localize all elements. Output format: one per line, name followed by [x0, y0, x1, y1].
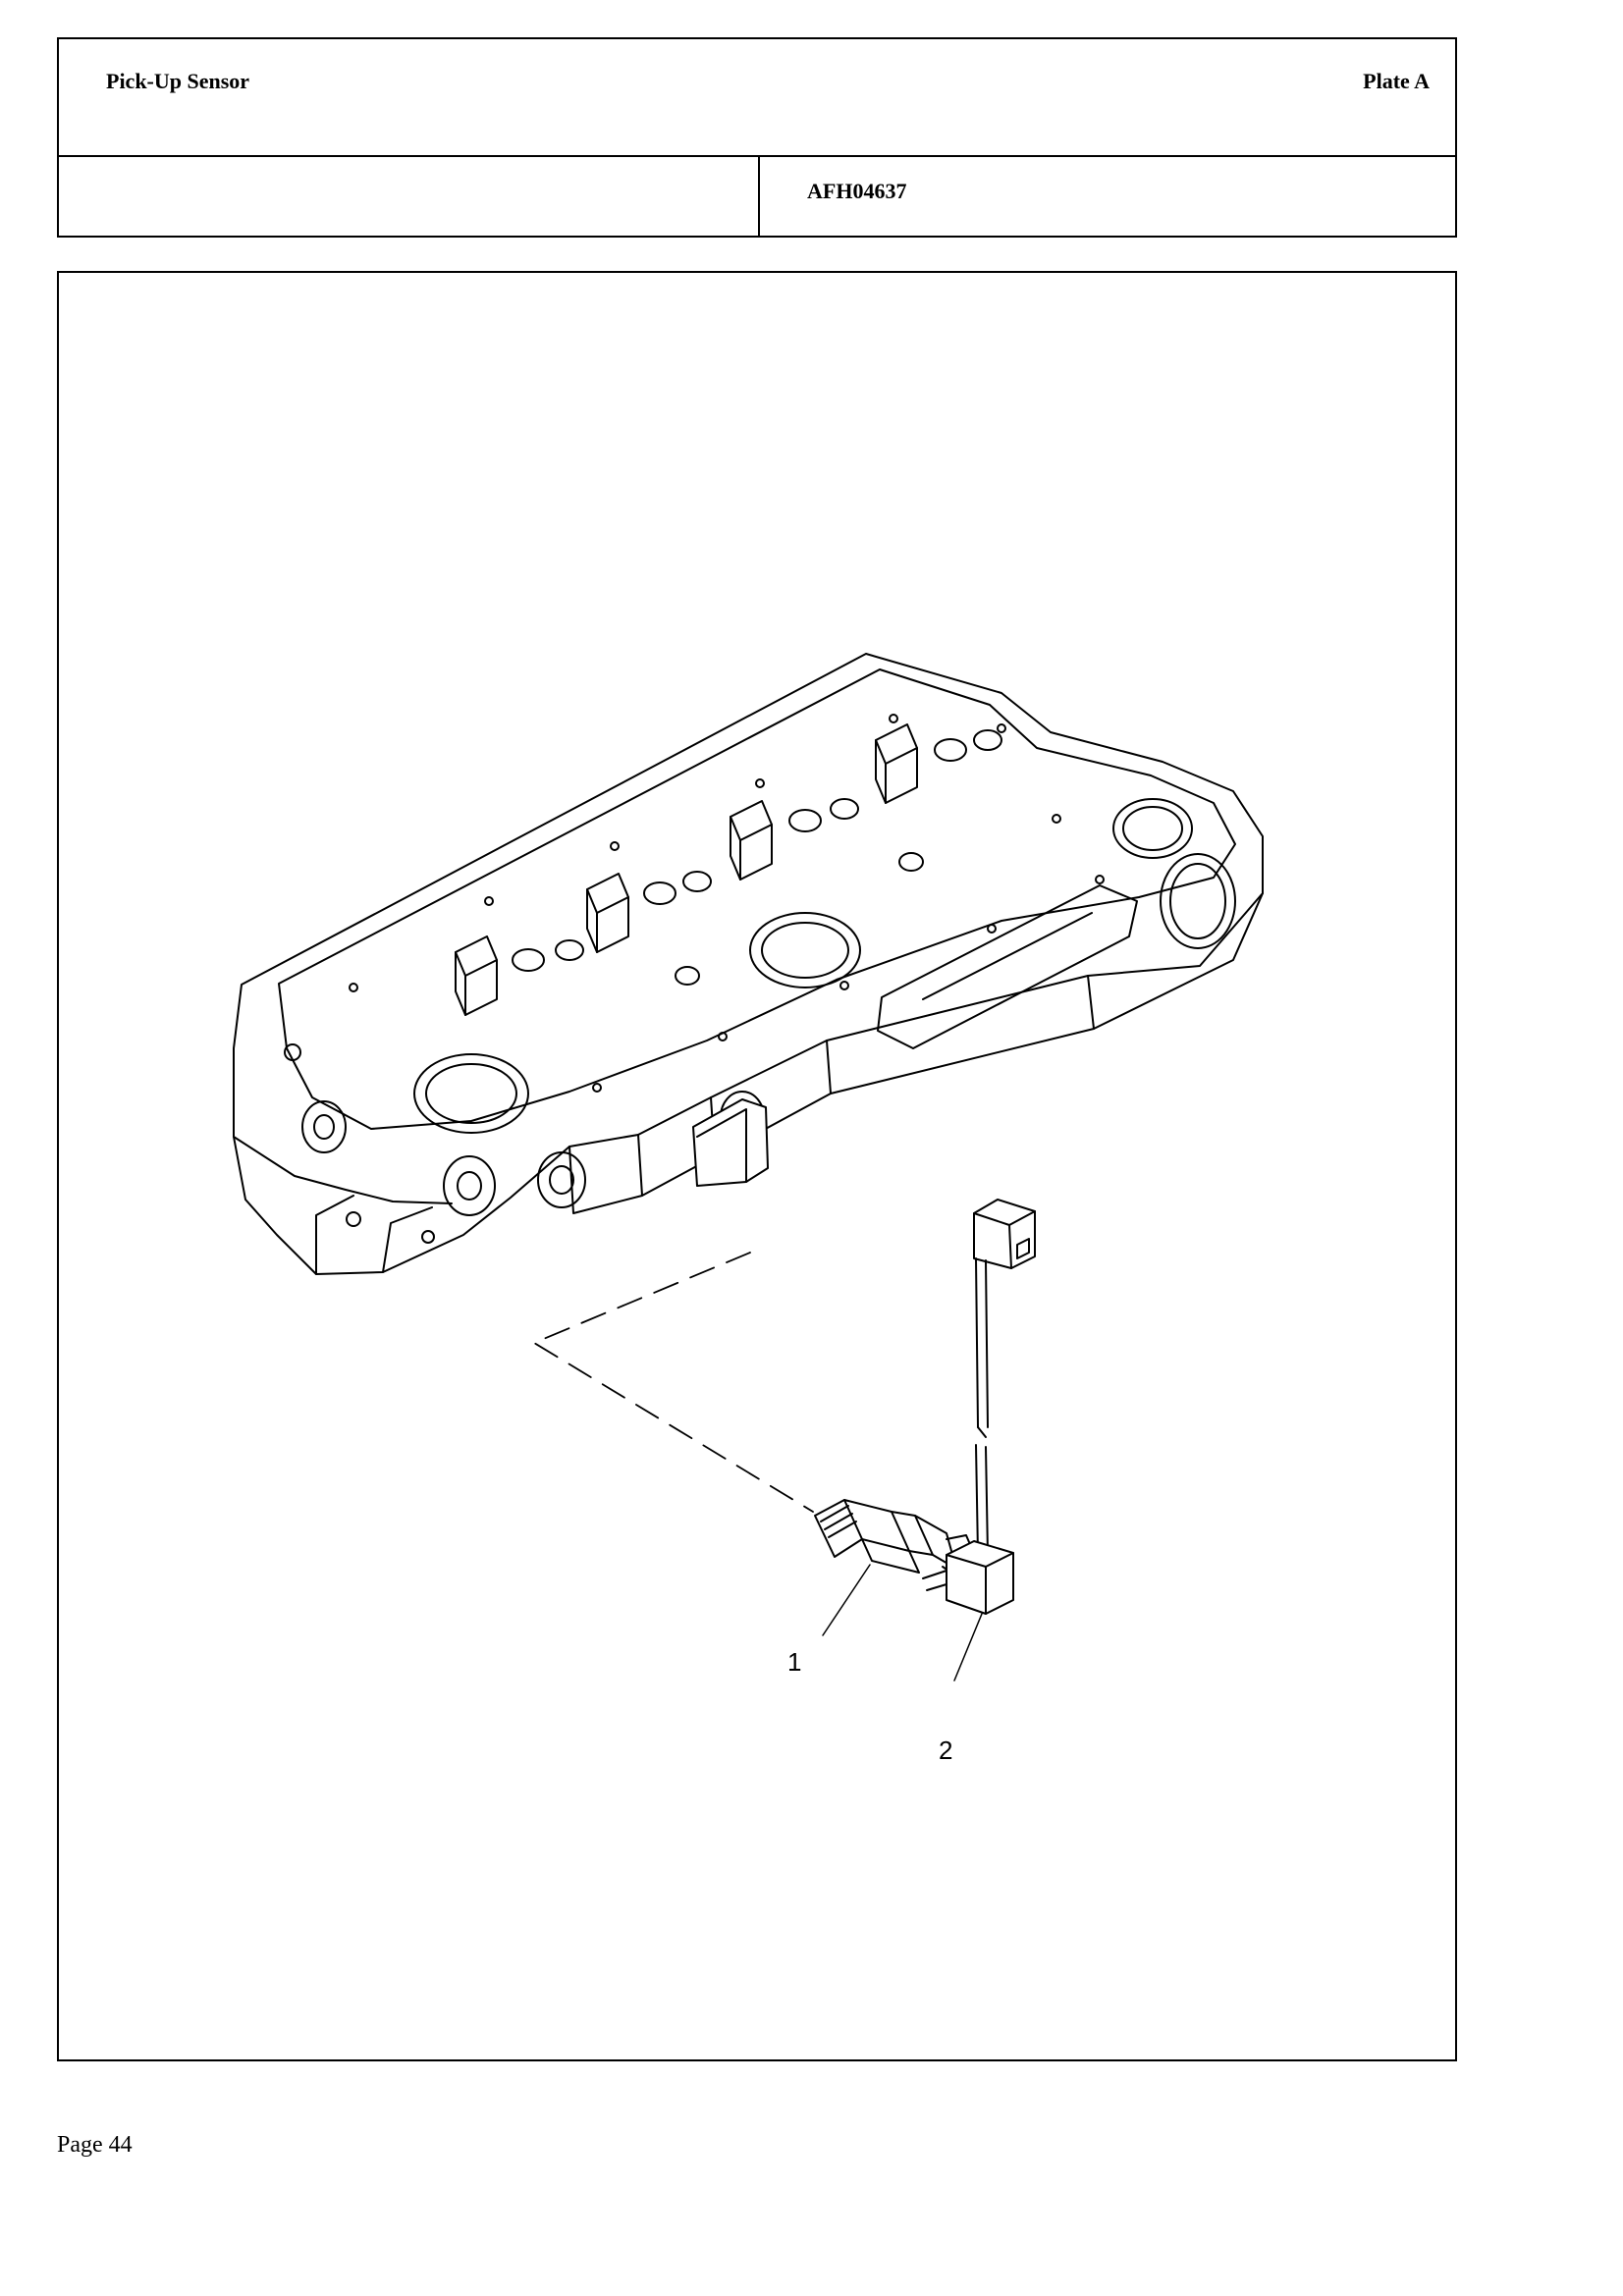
document-title: Pick-Up Sensor: [106, 69, 250, 93]
page-number: Page 44: [57, 2132, 133, 2158]
exploded-parts-illustration: 1 2: [233, 653, 1264, 1765]
header-table: Pick-Up Sensor Plate A AFH04637: [57, 37, 1457, 238]
header-divider: [758, 155, 760, 236]
sensor-harness-part: [922, 1199, 1036, 1615]
callout-1: 1: [787, 1647, 801, 1677]
header-reference-row: AFH04637: [59, 155, 1455, 236]
cylinder-head-drawing: [233, 653, 1264, 1275]
reference-code: AFH04637: [807, 179, 907, 203]
callout-leaders: [822, 1564, 983, 1682]
installation-guide-line: [533, 1252, 814, 1513]
callout-2: 2: [939, 1735, 952, 1765]
header-title-row: Pick-Up Sensor Plate A: [59, 39, 1455, 157]
pickup-sensor-part: [814, 1499, 985, 1593]
plate-label: Plate A: [1363, 69, 1430, 93]
illustration-frame: 1 2: [57, 271, 1457, 2061]
